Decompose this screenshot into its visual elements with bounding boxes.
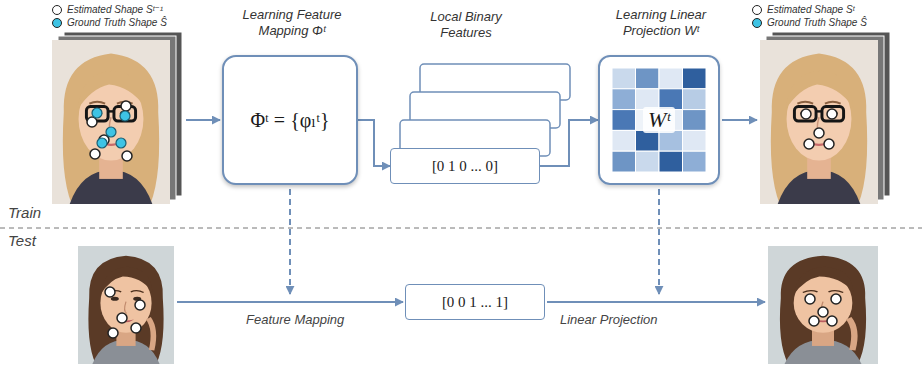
box-heading: Local Binary Features bbox=[411, 9, 521, 41]
flow-arrow bbox=[540, 120, 598, 166]
legend-entry: Ground Truth Shape Ŝ bbox=[52, 17, 167, 29]
legend-text: Estimated Shape Sᵗ bbox=[767, 4, 855, 16]
step-label: Linear Projection bbox=[560, 312, 658, 327]
binary-feature-card: [0 0 1 ... 1] bbox=[405, 284, 545, 320]
mapping-box: Learning Feature Mapping ΦᵗΦᵗ = {φₗᵗ} bbox=[222, 55, 358, 185]
legend-text: Ground Truth Shape Ŝ bbox=[67, 17, 167, 29]
legend-swatch bbox=[752, 18, 762, 28]
projection-box: Learning Linear Projection WᵗWᵗ bbox=[598, 55, 720, 185]
legend-text: Ground Truth Shape Ŝ bbox=[767, 17, 867, 29]
phase-label: Test bbox=[8, 232, 36, 249]
phase-label: Train bbox=[8, 204, 41, 221]
box-text: [0 1 0 ... 0] bbox=[432, 158, 498, 175]
legend-swatch bbox=[52, 18, 62, 28]
box-text: [0 0 1 ... 1] bbox=[442, 294, 508, 311]
box-heading: Learning Linear Projection Wᵗ bbox=[596, 7, 726, 39]
box-text: Wᵗ bbox=[643, 107, 675, 133]
legend-entry: Estimated Shape Sᵗ bbox=[752, 4, 855, 16]
legend-swatch bbox=[752, 5, 762, 15]
legend-text: Estimated Shape Sᵗ⁻¹ bbox=[67, 4, 163, 16]
box-heading: Learning Feature Mapping Φᵗ bbox=[227, 7, 357, 39]
box-text: Φᵗ = {φₗᵗ} bbox=[250, 108, 329, 132]
step-label: Feature Mapping bbox=[246, 312, 344, 327]
flow-arrow bbox=[358, 120, 390, 166]
binary-feature-card: Local Binary Features[0 1 0 ... 0] bbox=[390, 148, 540, 184]
legend-entry: Estimated Shape Sᵗ⁻¹ bbox=[52, 4, 163, 16]
legend-entry: Ground Truth Shape Ŝ bbox=[752, 17, 867, 29]
legend-swatch bbox=[52, 5, 62, 15]
